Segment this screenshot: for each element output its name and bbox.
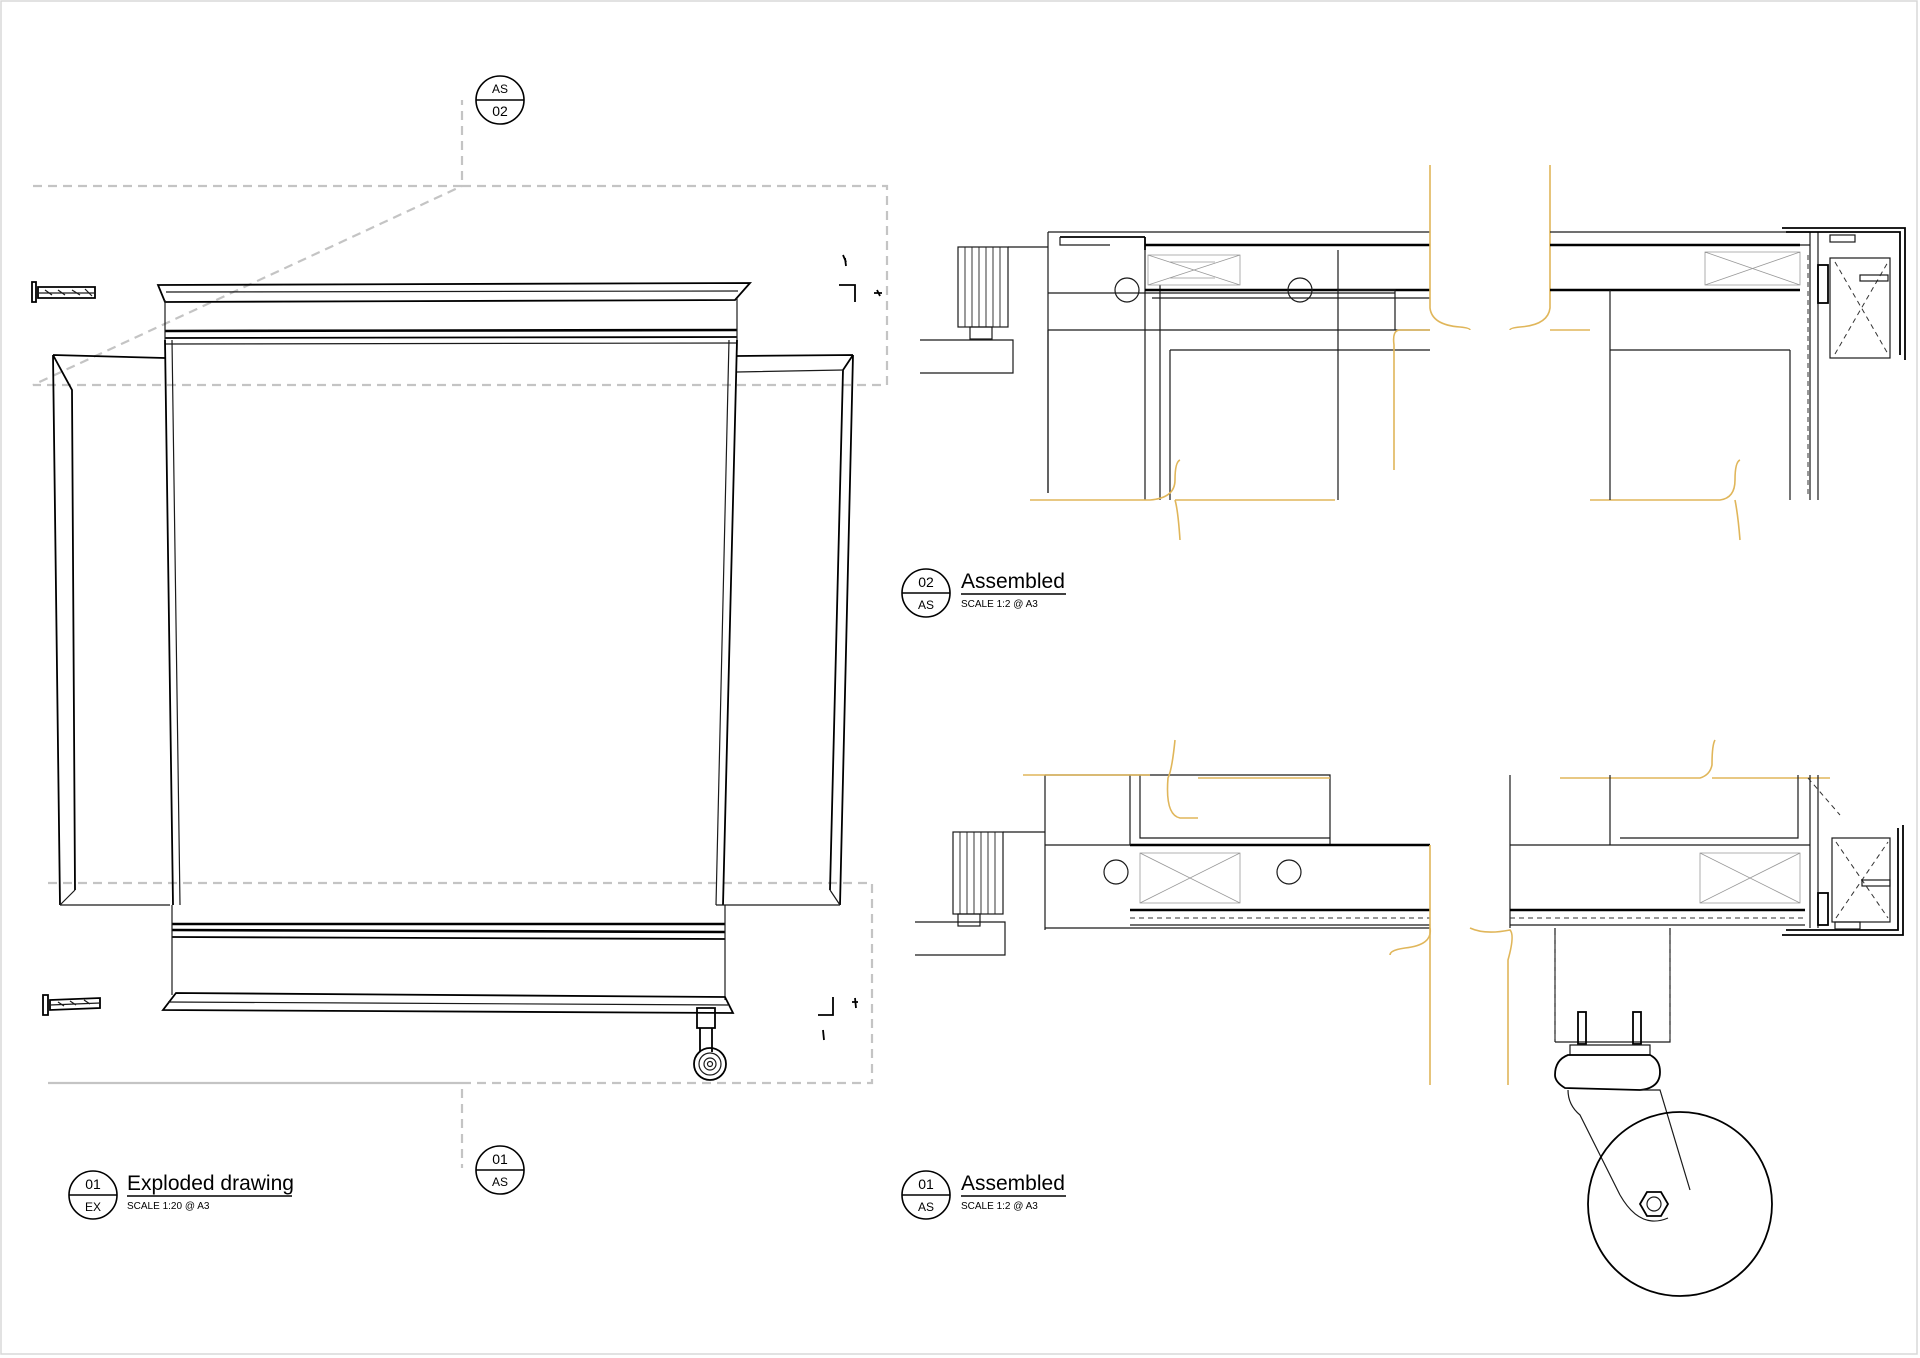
title-number: 01 bbox=[918, 1176, 934, 1192]
title-number: 01 bbox=[85, 1176, 101, 1192]
right-side-panel bbox=[716, 354, 854, 906]
title-assembled-02: 02 AS Assembled SCALE 1:2 @ A3 bbox=[901, 568, 1066, 618]
bolt-hole bbox=[1276, 859, 1302, 885]
drawing-scale: SCALE 1:2 @ A3 bbox=[961, 1201, 1038, 1212]
detail-box-bottom bbox=[48, 881, 874, 1168]
bumper-bottom bbox=[915, 831, 1006, 956]
bottom-rail bbox=[161, 905, 735, 1014]
bolt-hole bbox=[1287, 277, 1313, 303]
title-assembled-01: 01 AS Assembled SCALE 1:2 @ A3 bbox=[901, 1170, 1066, 1220]
drawing-title: Assembled bbox=[961, 570, 1065, 593]
section-callout-as02: AS 02 bbox=[475, 75, 525, 125]
drawing-scale: SCALE 1:2 @ A3 bbox=[961, 599, 1038, 610]
bracket-hardware-top-left bbox=[31, 281, 96, 303]
bumper-top bbox=[920, 246, 1014, 374]
drawing-title: Assembled bbox=[961, 1172, 1065, 1195]
fixings-bottom-right bbox=[818, 997, 858, 1041]
callout-top-label: AS bbox=[492, 82, 508, 96]
title-ref: AS bbox=[918, 1200, 934, 1214]
callout-top-label: 01 bbox=[492, 1151, 508, 1167]
main-panel bbox=[164, 339, 738, 906]
bracket-hardware-bottom-left bbox=[42, 994, 101, 1016]
title-ref: AS bbox=[918, 598, 934, 612]
assembled-section-02 bbox=[920, 165, 1906, 541]
left-side-panel bbox=[52, 354, 170, 906]
title-exploded-drawing: 01 EX Exploded drawing SCALE 1:20 @ A3 bbox=[68, 1170, 294, 1220]
top-rail bbox=[156, 282, 753, 350]
callout-bottom-label: AS bbox=[492, 1175, 508, 1189]
exploded-drawing bbox=[31, 100, 889, 1168]
castor-assembled bbox=[1554, 928, 1773, 1297]
detail-box-top bbox=[32, 100, 889, 387]
corner-fixing-bottom bbox=[1782, 825, 1904, 936]
bolt-hole bbox=[1114, 277, 1140, 303]
corner-fixing-top bbox=[1782, 227, 1906, 360]
callout-bottom-label: 02 bbox=[492, 103, 508, 119]
drawing-scale: SCALE 1:20 @ A3 bbox=[127, 1201, 210, 1212]
fixings-top-right bbox=[839, 254, 882, 302]
title-number: 02 bbox=[918, 574, 934, 590]
castor-exploded bbox=[693, 1007, 727, 1081]
section-callout-as01: 01 AS bbox=[475, 1145, 525, 1195]
assembled-section-01 bbox=[915, 739, 1904, 1297]
drawing-title: Exploded drawing bbox=[127, 1172, 294, 1195]
bolt-hole bbox=[1103, 859, 1129, 885]
title-ref: EX bbox=[85, 1200, 101, 1214]
